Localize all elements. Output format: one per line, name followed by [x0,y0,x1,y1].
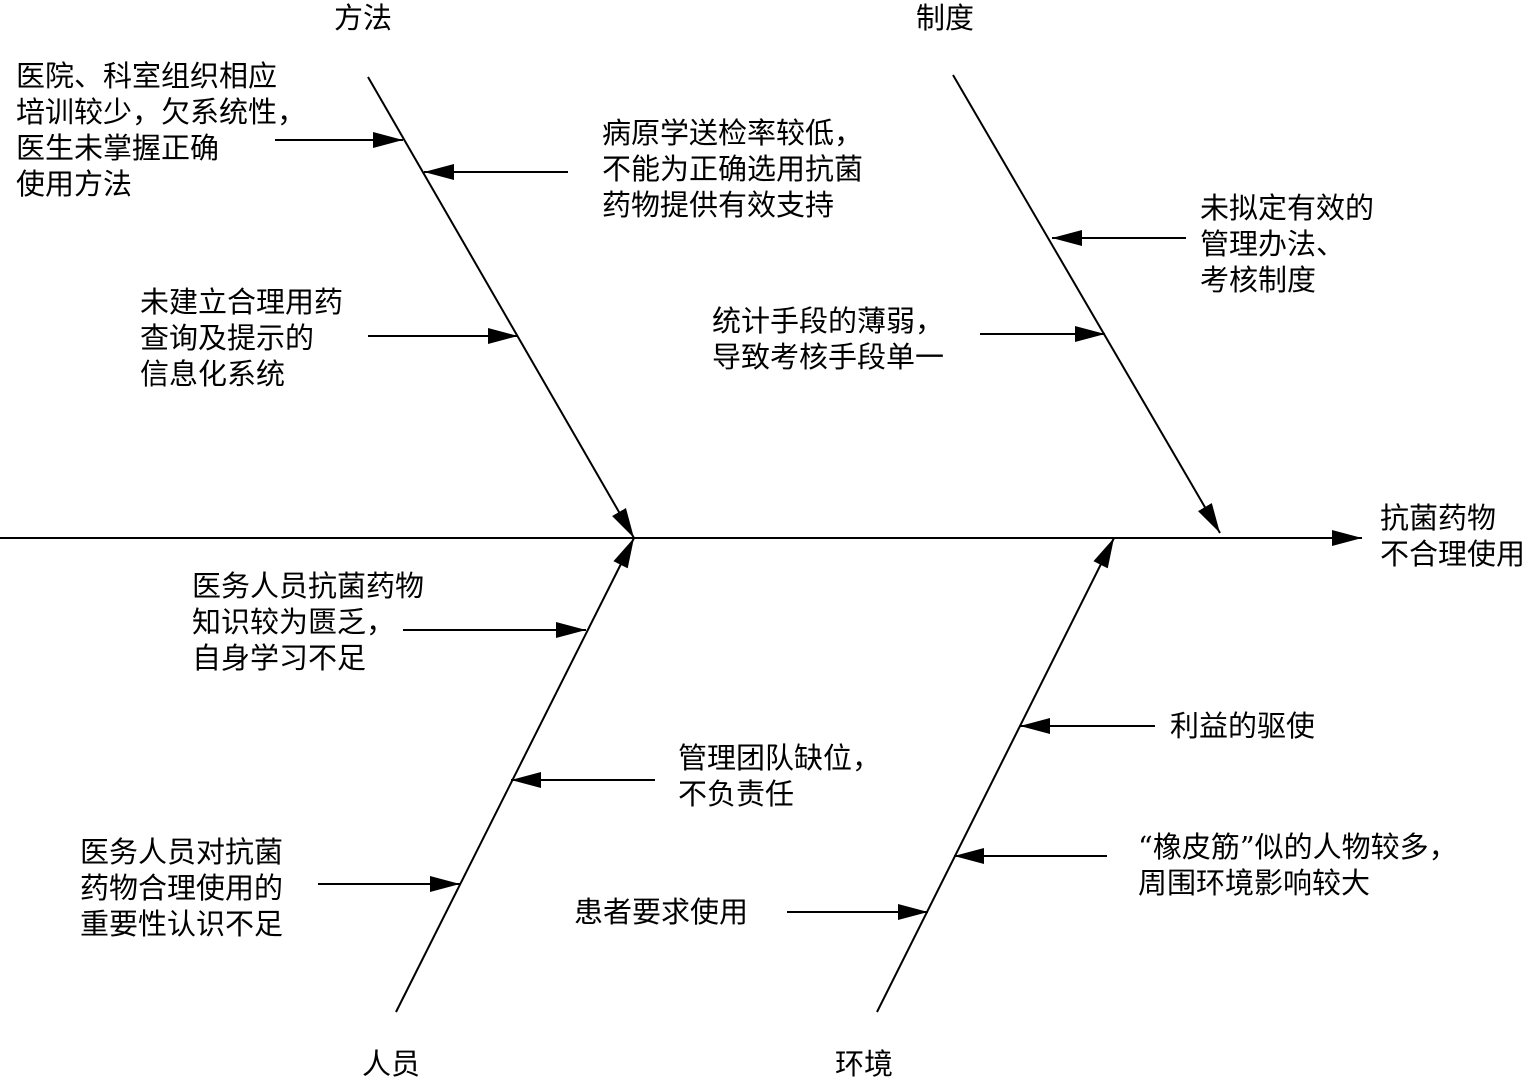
cause-line: 医务人员对抗菌 [80,835,284,869]
bone-personnel [395,537,635,1013]
effect-line: 抗菌药物 [1380,501,1497,535]
cause-label-system-2: 统计手段的薄弱， 导致考核手段单一 [712,303,944,375]
cause-label-environment-2: “橡皮筋”似的人物较多， 周围环境影响较大 [1138,829,1458,901]
bone-system [952,74,1221,534]
cause-label-environment-3: 患者要求使用 [574,894,748,930]
category-label-method: 方法 [334,1,393,35]
cause-label-system-1: 未拟定有效的 管理办法、 考核制度 [1200,190,1374,298]
cause-label-method-2: 病原学送检率较低， 不能为正确选用抗菌 药物提供有效支持 [602,115,863,223]
cause-line: 医生未掌握正确 [16,131,220,165]
effect-label: 抗菌药物 不合理使用 [1380,500,1525,572]
cause-label-environment-1: 利益的驱使 [1170,708,1315,744]
cause-line: 病原学送检率较低， [602,116,864,150]
cause-line: 重要性认识不足 [80,907,284,941]
cause-label-personnel-1: 医务人员抗菌药物 知识较为匮乏， 自身学习不足 [192,568,424,676]
cause-line: 知识较为匮乏， [192,605,396,639]
cause-line: 医务人员抗菌药物 [192,569,425,603]
cause-line: 统计手段的薄弱， [712,304,945,338]
cause-line: 自身学习不足 [192,641,367,675]
category-label-environment: 环境 [835,1047,894,1081]
cause-line: 培训较少，欠系统性， [16,95,307,129]
bone-environment [876,537,1115,1013]
cause-line: 药物合理使用的 [80,871,284,905]
cause-label-method-1: 医院、科室组织相应 培训较少，欠系统性， 医生未掌握正确 使用方法 [16,58,306,202]
category-label-personnel: 人员 [362,1047,421,1081]
effect-line: 不合理使用 [1380,537,1526,571]
cause-line: 不负责任 [678,777,795,811]
bone-method [367,76,635,539]
cause-line: 未拟定有效的 [1200,191,1375,225]
cause-line: 考核制度 [1200,263,1317,297]
cause-line: 医院、科室组织相应 [16,59,278,93]
cause-line: 管理办法、 [1200,227,1346,261]
cause-line: 患者要求使用 [574,895,749,929]
cause-line: 使用方法 [16,167,133,201]
cause-line: 不能为正确选用抗菌 [602,152,864,186]
cause-line: 导致考核手段单一 [712,340,945,374]
cause-label-method-3: 未建立合理用药 查询及提示的 信息化系统 [140,284,343,392]
cause-line: 查询及提示的 [140,321,315,355]
cause-label-personnel-2: 管理团队缺位， 不负责任 [678,740,881,812]
cause-line: 药物提供有效支持 [602,188,835,222]
cause-line: 利益的驱使 [1170,709,1316,743]
cause-line: 管理团队缺位， [678,741,882,775]
cause-line: 周围环境影响较大 [1138,866,1371,900]
cause-label-personnel-3: 医务人员对抗菌 药物合理使用的 重要性认识不足 [80,834,283,942]
cause-line: 未建立合理用药 [140,285,344,319]
cause-line: “橡皮筋”似的人物较多， [1138,830,1458,864]
cause-line: 信息化系统 [140,357,286,391]
category-label-system: 制度 [916,1,975,35]
